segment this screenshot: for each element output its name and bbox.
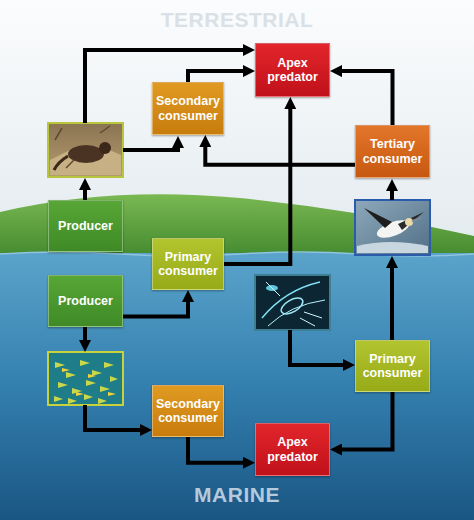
photo-frame xyxy=(255,275,330,330)
fish xyxy=(62,368,116,396)
box-label: Primary consumer xyxy=(156,250,220,279)
region-label: TERRESTRIAL xyxy=(0,8,474,32)
food-web-box: Primary consumer xyxy=(152,238,224,290)
region-label: MARINE xyxy=(0,483,474,507)
food-web-box: Primary consumer xyxy=(355,340,430,392)
animal-tail xyxy=(54,156,68,170)
box-label: Tertiary consumer xyxy=(359,137,426,166)
box-label: Primary consumer xyxy=(359,352,426,381)
flow-arrow xyxy=(123,298,188,317)
box-label: Producer xyxy=(58,219,113,233)
food-web-box: Producer xyxy=(48,275,123,327)
sea xyxy=(0,253,474,520)
photo-seabird xyxy=(355,200,430,255)
box-label: Secondary consumer xyxy=(156,94,220,123)
splash xyxy=(357,242,428,253)
twigs xyxy=(55,126,110,168)
flow-arrow xyxy=(85,405,144,430)
bird-wing xyxy=(364,208,392,228)
photo-fish-school xyxy=(48,352,123,405)
box-label: Producer xyxy=(58,294,113,308)
fish xyxy=(54,360,118,404)
box-label: Apex predator xyxy=(259,435,326,464)
photo-plankton xyxy=(255,275,330,330)
food-web-box: Secondary consumer xyxy=(152,82,224,135)
plankton-body xyxy=(279,295,306,317)
flow-arrow xyxy=(123,144,178,150)
bird-beak xyxy=(412,218,421,221)
flow-arrow xyxy=(188,437,247,463)
flow-arrow xyxy=(224,105,290,264)
photo-frame xyxy=(48,123,123,177)
flow-arrow xyxy=(338,71,393,125)
plankton-antenna xyxy=(268,300,325,326)
box-label: Secondary consumer xyxy=(156,397,220,426)
flow-arrow xyxy=(390,264,394,340)
bird-wing xyxy=(398,212,424,230)
photo-ground-animal xyxy=(48,123,123,177)
animal-head xyxy=(99,142,111,154)
food-web-box: Secondary consumer xyxy=(152,385,224,437)
flow-arrow xyxy=(83,327,87,344)
photo-arrows xyxy=(85,50,392,430)
photo-frame xyxy=(355,200,430,255)
animal-body xyxy=(68,145,104,163)
flow-arrow xyxy=(290,330,347,365)
flow-arrow xyxy=(188,71,247,82)
box-label: Apex predator xyxy=(259,56,326,85)
plankton-legs xyxy=(266,282,322,326)
food-web-box: Producer xyxy=(48,200,123,252)
hill xyxy=(0,194,474,262)
food-web-box: Apex predator xyxy=(255,423,330,476)
food-web-box: Apex predator xyxy=(255,43,330,97)
food-web-box: Tertiary consumer xyxy=(355,125,430,178)
flow-arrow xyxy=(205,143,355,165)
flow-arrow xyxy=(390,187,394,200)
bird-head xyxy=(405,218,413,226)
flow-arrow xyxy=(83,186,87,200)
flow-arrow xyxy=(338,392,393,450)
photo-frame xyxy=(48,352,123,405)
